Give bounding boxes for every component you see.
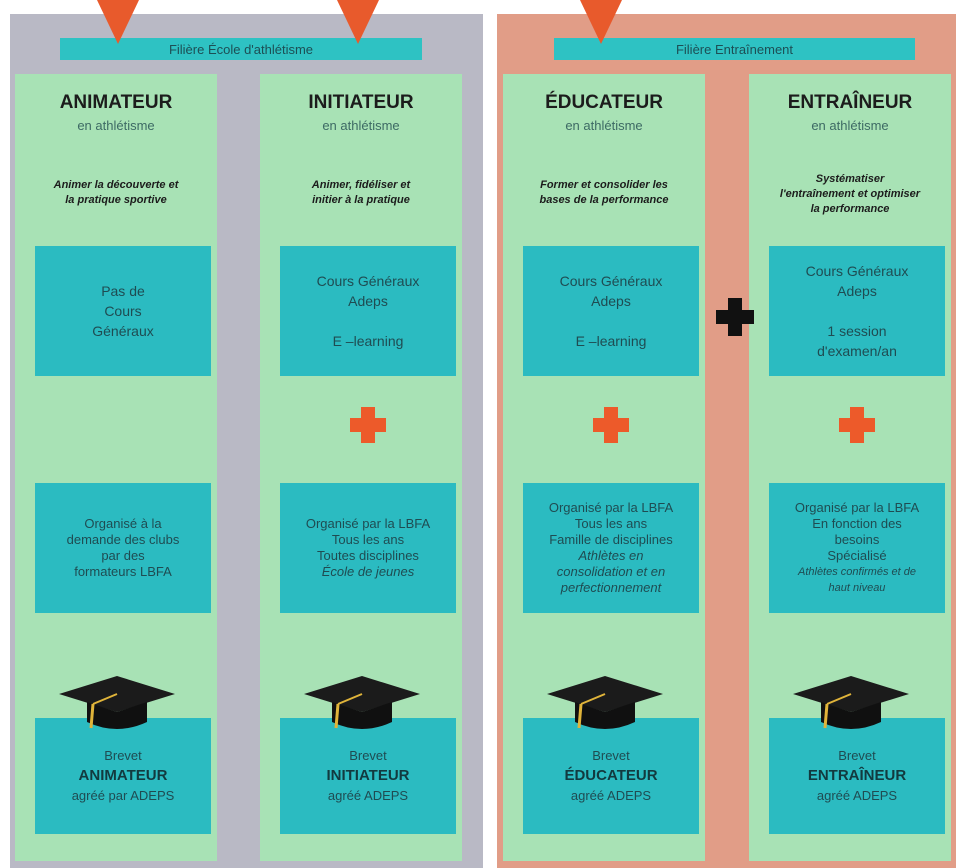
org-line-italic: École de jeunes (321, 564, 415, 579)
org-line: Toutes disciplines (317, 548, 419, 563)
brevet-label: Brevet (104, 748, 142, 763)
graduation-cap-icon (547, 676, 663, 729)
org-line: Organisé par la LBFA (305, 516, 431, 531)
plus-icon (593, 407, 629, 443)
role-title: ÉDUCATEUR (545, 92, 663, 113)
org-line-italic: Athlètes en (578, 548, 644, 563)
org-line: formateurs LBFA (74, 564, 172, 579)
cours-generaux-box: Pas de Cours Généraux (35, 246, 211, 376)
brevet-label: Brevet (349, 748, 387, 763)
role-title: ENTRAÎNEUR (787, 92, 913, 113)
org-line: Famille de disciplines (549, 532, 673, 547)
triangle-arrow-icon (337, 0, 379, 44)
graduation-cap-icon (793, 676, 909, 729)
org-line: par des (101, 548, 145, 563)
cours-generaux-box: Cours Généraux Adeps 1 session d'examen/… (769, 246, 945, 376)
org-line-italic: perfectionnement (560, 580, 662, 595)
column-educateur: ÉDUCATEUR en athlétisme Former et consol… (503, 74, 705, 861)
brevet-box: Brevet ENTRAÎNEUR agréé ADEPS (769, 718, 945, 834)
brevet-box: Brevet ÉDUCATEUR agréé ADEPS (523, 718, 699, 834)
organisation-box: Organisé à la demande des clubs par des … (35, 483, 211, 613)
filiere-entrainement-banner: Filière Entraînement (554, 38, 915, 60)
plus-icon (839, 407, 875, 443)
org-line: Tous les ans (574, 516, 648, 531)
organisation-box: Organisé par la LBFA Tous les ans Famill… (523, 483, 699, 613)
role-description: Former et consolider les bases de la per… (539, 179, 669, 206)
role-description: Systématiser l'entraînement et optimiser… (779, 173, 921, 215)
column-initiateur: INITIATEUR en athlétisme Animer, fidélis… (260, 74, 462, 861)
plus-icon (716, 298, 754, 336)
cours-generaux-box: Cours Généraux Adeps E –learning (523, 246, 699, 376)
role-subtitle: en athlétisme (811, 118, 889, 133)
org-line-italic: consolidation et en (556, 564, 666, 579)
brevet-label: Brevet (838, 748, 876, 763)
column-entraineur: ENTRAÎNEUR en athlétisme Systématiser l'… (749, 74, 951, 861)
org-line: Tous les ans (331, 532, 405, 547)
brevet-title: INITIATEUR (326, 767, 410, 784)
role-title: INITIATEUR (308, 92, 414, 113)
brevet-agree: agréé ADEPS (816, 788, 898, 803)
org-line-italic: haut niveau (828, 582, 886, 594)
brevet-agree: agréé ADEPS (327, 788, 409, 803)
org-line: besoins (834, 532, 880, 547)
plus-icon (350, 407, 386, 443)
brevet-title: ANIMATEUR (78, 767, 168, 784)
org-line: Spécialisé (827, 548, 887, 563)
brevet-title: ÉDUCATEUR (564, 767, 658, 784)
org-line: Organisé par la LBFA (548, 500, 674, 515)
filiere-ecole-banner: Filière École d'athlétisme (60, 38, 422, 60)
role-subtitle: en athlétisme (565, 118, 643, 133)
role-description: Animer, fidéliser et initier à la pratiq… (311, 179, 411, 206)
column-animateur: ANIMATEUR en athlétisme Animer la découv… (15, 74, 217, 861)
org-line: demande des clubs (66, 532, 180, 547)
org-line: Organisé à la (84, 516, 162, 531)
org-line-italic: Athlètes confirmés et de (797, 566, 916, 578)
brevet-box: Brevet INITIATEUR agréé ADEPS (280, 718, 456, 834)
organisation-box: Organisé par la LBFA Tous les ans Toutes… (280, 483, 456, 613)
organisation-box: Organisé par la LBFA En fonction des bes… (769, 483, 945, 613)
brevet-box: Brevet ANIMATEUR agréé par ADEPS (35, 718, 211, 834)
graduation-cap-icon (304, 676, 420, 729)
cours-generaux-box: Cours Généraux Adeps E –learning (280, 246, 456, 376)
org-line: En fonction des (812, 516, 902, 531)
role-title: ANIMATEUR (59, 92, 173, 113)
brevet-title: ENTRAÎNEUR (807, 767, 907, 784)
brevet-label: Brevet (592, 748, 630, 763)
triangle-arrow-icon (97, 0, 139, 44)
role-subtitle: en athlétisme (77, 118, 155, 133)
brevet-agree: agréé ADEPS (570, 788, 652, 803)
role-subtitle: en athlétisme (322, 118, 400, 133)
brevet-agree: agréé par ADEPS (71, 788, 175, 803)
role-description: Animer la découverte et la pratique spor… (53, 179, 179, 206)
graduation-cap-icon (59, 676, 175, 729)
triangle-arrow-icon (580, 0, 622, 44)
org-line: Organisé par la LBFA (794, 500, 920, 515)
